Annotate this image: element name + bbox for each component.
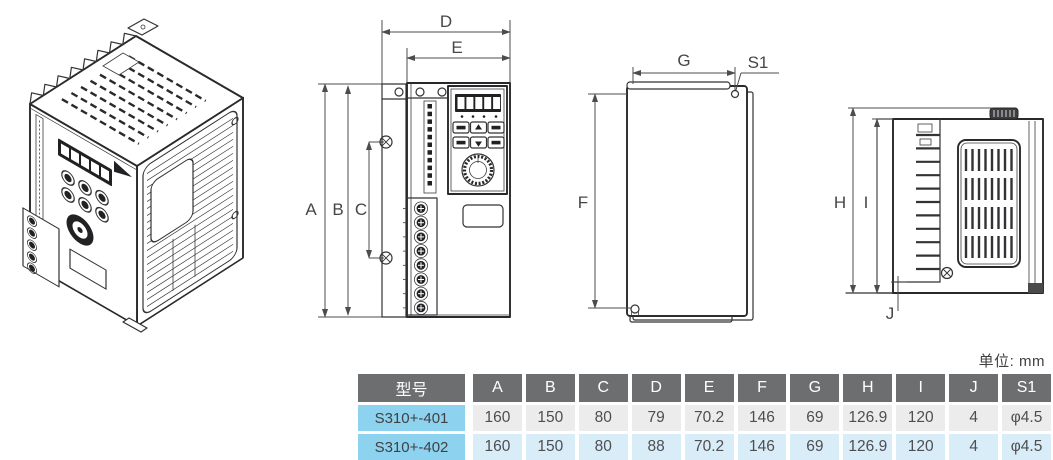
iso-heatsink-fins — [29, 32, 137, 105]
front-body — [403, 82, 511, 318]
bottom-slot-icon — [630, 304, 640, 316]
up-arrow-icon — [475, 124, 482, 130]
dim-label-e: E — [451, 38, 462, 57]
iso-side-window — [150, 158, 194, 243]
table-cell: 160 — [473, 405, 522, 431]
keypad-buttons — [452, 121, 505, 149]
unit-label: 单位: mm — [978, 353, 1045, 370]
table-cell: 80 — [578, 434, 628, 460]
isometric-view-drawing — [22, 18, 244, 333]
back-bottom-flange — [629, 315, 733, 323]
iso-terminal-screws — [27, 215, 37, 274]
table-header-b: B — [525, 374, 575, 402]
table-cell: 4 — [949, 405, 999, 431]
dim-label-g: G — [677, 51, 690, 70]
terminal-screws — [403, 201, 429, 315]
side-heatsink — [892, 118, 941, 283]
iso-bottom-foot — [122, 317, 148, 333]
side-foot-block — [1028, 283, 1043, 293]
table-cell: 150 — [525, 405, 575, 431]
mount-hole-icon — [730, 89, 740, 99]
iso-top-sticker — [102, 52, 140, 76]
table-header-c: C — [578, 374, 628, 402]
table-cell: 70.2 — [684, 434, 734, 460]
dim-label-j: J — [886, 304, 895, 323]
iso-label-plate — [69, 248, 107, 290]
table-cell: φ4.5 — [1002, 434, 1051, 460]
table-header-g: G — [790, 374, 840, 402]
table-header-e: E — [684, 374, 734, 402]
dim-label-h: H — [834, 193, 846, 212]
dim-label-i: I — [864, 193, 869, 212]
table-cell: 120 — [896, 434, 946, 460]
mount-hole-icon — [394, 87, 404, 97]
side-mount-plate — [876, 118, 894, 294]
table-cell: 160 — [473, 434, 522, 460]
table-cell: 126.9 — [843, 405, 893, 431]
front-dimensions: D E A B C — [305, 12, 511, 318]
table-cell: 4 — [949, 434, 999, 460]
name-plate — [462, 204, 504, 228]
potentiometer-knob-icon — [461, 153, 495, 187]
table-cell: 79 — [631, 405, 681, 431]
front-mount-plate — [379, 83, 408, 318]
back-top-flange — [626, 81, 731, 90]
table-model-cell: S310+-402 — [358, 434, 465, 460]
table-cell: 126.9 — [843, 434, 893, 460]
table-cell: 88 — [631, 434, 681, 460]
table-header-f: F — [737, 374, 787, 402]
back-front-plate — [626, 85, 748, 317]
table-cell: φ4.5 — [1002, 405, 1051, 431]
dim-label-d: D — [440, 12, 452, 31]
table-cell: 69 — [790, 405, 840, 431]
table-cell: 120 — [896, 405, 946, 431]
table-model-cell: S310+-401 — [358, 405, 465, 431]
front-keypad — [447, 85, 508, 195]
front-connector-pins — [427, 104, 432, 186]
table-cell: 80 — [578, 405, 628, 431]
table-cell: 69 — [790, 434, 840, 460]
side-vent-grille — [957, 139, 1021, 268]
table-header-s1: S1 — [1002, 374, 1051, 402]
iso-side-screw-icon — [231, 210, 239, 220]
dimension-table: 型号 A B C D E F G H I J S1 S310+-401 160 … — [358, 374, 1051, 460]
iso-keypad-buttons — [61, 170, 109, 223]
led-indicators — [460, 115, 498, 118]
front-terminal-strip — [403, 197, 510, 316]
table-header-a: A — [473, 374, 522, 402]
down-arrow-icon — [475, 141, 482, 147]
table-header-model: 型号 — [358, 374, 465, 402]
iso-mount-tab — [127, 18, 159, 36]
table-header-d: D — [631, 374, 681, 402]
dim-label-c: C — [355, 200, 367, 219]
iso-top-face — [29, 35, 244, 167]
side-body — [892, 118, 1044, 294]
back-view-drawing: G S1 F — [578, 51, 779, 323]
dim-label-a: A — [305, 200, 317, 219]
side-dimensions: H I J — [834, 107, 992, 323]
table-cell: 146 — [737, 405, 787, 431]
iso-louver-face — [136, 96, 244, 328]
top-knob-icon — [989, 107, 1019, 120]
back-dimensions: G S1 F — [578, 51, 779, 309]
table-cell: 70.2 — [684, 405, 734, 431]
iso-knob-icon — [66, 214, 94, 246]
side-screw-icon — [940, 266, 954, 280]
table-header-h: H — [843, 374, 893, 402]
table-cell: 150 — [525, 434, 575, 460]
dim-label-s1: S1 — [748, 53, 769, 72]
table-cell: 146 — [737, 434, 787, 460]
mount-screw-icon — [379, 135, 393, 149]
dim-label-b: B — [332, 200, 343, 219]
front-view-drawing: D E A B C — [305, 12, 511, 318]
dim-label-f: F — [578, 193, 588, 212]
iso-side-screw-icon — [231, 116, 239, 126]
table-header-j: J — [949, 374, 999, 402]
side-view-drawing: H I J — [834, 107, 1044, 323]
table-header-i: I — [896, 374, 946, 402]
mount-screw-icon — [379, 251, 393, 265]
